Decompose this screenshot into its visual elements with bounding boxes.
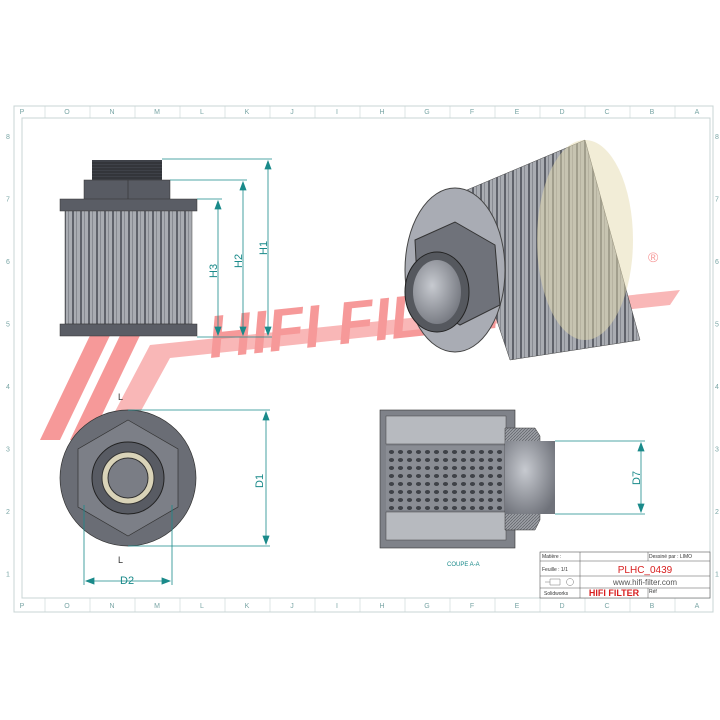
column-label-n-bottom: N	[109, 603, 114, 610]
column-label-b-bottom: B	[650, 603, 655, 610]
column-label-p-bottom: P	[20, 603, 25, 610]
column-label-h-top: H	[379, 109, 384, 116]
drawn-by: Dessiné par : LIMO	[649, 554, 692, 560]
section-cut-mark-top: L	[118, 392, 123, 402]
column-label-i-bottom: I	[336, 603, 338, 610]
d7-dimension	[555, 440, 645, 515]
column-label-k-top: K	[245, 109, 250, 116]
section-cut-mark-bottom: L	[118, 555, 123, 565]
dimension-h2: H2	[233, 254, 245, 268]
row-label-3-left: 3	[6, 447, 10, 454]
registered-mark: ®	[648, 249, 659, 265]
dimension-d2: D2	[120, 575, 134, 587]
column-label-d-bottom: D	[559, 603, 564, 610]
row-label-4-left: 4	[6, 384, 10, 391]
column-label-l-top: L	[200, 109, 204, 116]
column-label-d-top: D	[559, 109, 564, 116]
section-label: COUPE A-A	[447, 562, 480, 568]
row-label-1-right: 1	[715, 572, 719, 579]
bottom-view	[59, 409, 197, 547]
row-label-7-left: 7	[6, 197, 10, 204]
row-label-5-right: 5	[715, 322, 719, 329]
sheet-frame	[13, 105, 714, 613]
column-label-n-top: N	[109, 109, 114, 116]
column-label-p-top: P	[20, 109, 25, 116]
column-label-c-top: C	[604, 109, 609, 116]
sheet-number: Feuille : 1/1	[542, 567, 568, 573]
row-label-6-right: 6	[715, 259, 719, 266]
column-label-f-top: F	[470, 109, 474, 116]
column-label-o-top: O	[64, 109, 70, 116]
column-label-g-top: G	[424, 109, 429, 116]
row-label-8-right: 8	[715, 134, 719, 141]
dimension-d7: D7	[631, 471, 643, 485]
website: www.hifi-filter.com	[612, 578, 677, 587]
dimension-h1: H1	[258, 241, 270, 255]
isometric-view	[404, 139, 641, 361]
row-label-4-right: 4	[715, 384, 719, 391]
row-label-6-left: 6	[6, 259, 10, 266]
column-label-e-top: E	[515, 109, 520, 116]
row-label-3-right: 3	[715, 447, 719, 454]
column-label-k-bottom: K	[245, 603, 250, 610]
row-label-2-left: 2	[6, 509, 10, 516]
column-label-i-top: I	[336, 109, 338, 116]
column-label-c-bottom: C	[604, 603, 609, 610]
column-label-m-top: M	[154, 109, 160, 116]
dimension-h3: H3	[208, 264, 220, 278]
title-block: Matière : Dessiné par : LIMO Feuille : 1…	[539, 551, 711, 599]
material-label: Matière :	[542, 554, 561, 560]
column-label-h-bottom: H	[379, 603, 384, 610]
column-label-e-bottom: E	[515, 603, 520, 610]
diameter-dimensions	[83, 409, 270, 585]
column-label-l-bottom: L	[200, 603, 204, 610]
software: Solidworks	[544, 591, 569, 597]
section-view	[379, 409, 555, 549]
row-label-1-left: 1	[6, 572, 10, 579]
column-label-j-top: J	[290, 109, 294, 116]
row-label-5-left: 5	[6, 322, 10, 329]
part-number: PLHC_0439	[618, 565, 673, 576]
column-label-b-top: B	[650, 109, 655, 116]
brand: HIFI FILTER	[589, 588, 640, 598]
row-label-7-right: 7	[715, 197, 719, 204]
column-label-j-bottom: J	[290, 603, 294, 610]
sheet-rulers: P P O O N N M M L L K K J J I I H H G G F F E E D D C C B B A A 8 8 7 7 6 6 5 5…	[6, 106, 719, 612]
column-label-g-bottom: G	[424, 603, 429, 610]
column-label-a-bottom: A	[695, 603, 700, 610]
column-label-o-bottom: O	[64, 603, 70, 610]
column-label-a-top: A	[695, 109, 700, 116]
height-dimensions	[162, 158, 272, 338]
projection-symbol-icon	[545, 578, 574, 586]
front-view	[59, 160, 198, 337]
ref-label: Réf	[649, 589, 657, 595]
row-label-2-right: 2	[715, 509, 719, 516]
dimension-d1: D1	[254, 474, 266, 488]
column-label-m-bottom: M	[154, 603, 160, 610]
column-label-f-bottom: F	[470, 603, 474, 610]
row-label-8-left: 8	[6, 134, 10, 141]
